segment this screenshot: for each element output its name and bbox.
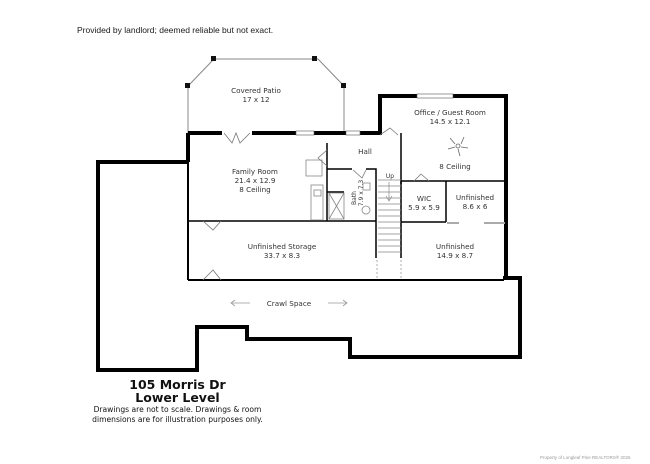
room-dims-unfinished-large: 14.9 x 8.7 bbox=[437, 251, 473, 260]
room-dims-family: 21.4 x 12.9 bbox=[235, 176, 276, 185]
room-label-storage: Unfinished Storage bbox=[248, 242, 317, 251]
property-address: 105 Morris Dr bbox=[129, 377, 226, 392]
plan-title-block: 105 Morris Dr Lower Level Drawings are n… bbox=[70, 378, 285, 424]
disclaimer-text: Provided by landlord; deemed reliable bu… bbox=[77, 25, 274, 35]
scale-note-line1: Drawings are not to scale. Drawings & ro… bbox=[93, 405, 262, 414]
staircase[interactable] bbox=[376, 179, 402, 280]
room-label-bath: Bath bbox=[351, 191, 358, 205]
room-label-crawl-space: Crawl Space bbox=[267, 299, 312, 308]
copyright-watermark: Property of Longleaf Pine REALTORS® 2026 bbox=[540, 455, 631, 460]
room-dims-storage: 33.7 x 8.3 bbox=[264, 251, 300, 260]
room-label-family: Family Room bbox=[232, 167, 278, 176]
room-dims-bath: 7.9 x 7.3 bbox=[358, 180, 365, 207]
room-label-wic: WIC bbox=[417, 194, 431, 203]
room-ceiling-family: 8 Ceiling bbox=[239, 185, 270, 194]
crawl-arrows bbox=[230, 299, 348, 307]
room-dims-wic: 5.9 x 5.9 bbox=[408, 203, 440, 212]
ceiling-fan-icon bbox=[447, 136, 469, 157]
room-label-office: Office / Guest Room bbox=[414, 108, 486, 117]
room-label-unfinished-large: Unfinished bbox=[436, 242, 474, 251]
room-dims-covered-patio: 17 x 12 bbox=[242, 95, 269, 104]
room-label-hall: Hall bbox=[358, 147, 372, 156]
room-label-unfinished-small: Unfinished bbox=[456, 193, 494, 202]
windows bbox=[295, 93, 454, 136]
scale-note-line2: dimensions are for illustration purposes… bbox=[92, 415, 263, 424]
room-dims-unfinished-small: 8.6 x 6 bbox=[463, 202, 488, 211]
covered-patio-outline bbox=[185, 56, 346, 133]
floor-level: Lower Level bbox=[135, 390, 220, 405]
room-dims-office: 14.5 x 12.1 bbox=[430, 117, 471, 126]
room-label-covered-patio: Covered Patio bbox=[231, 86, 281, 95]
bath-fixtures bbox=[305, 159, 371, 221]
main-walls bbox=[187, 94, 508, 281]
doors bbox=[202, 127, 430, 281]
room-ceiling-office: 8 Ceiling bbox=[439, 162, 470, 171]
stairs-up-label: Up bbox=[386, 173, 394, 180]
